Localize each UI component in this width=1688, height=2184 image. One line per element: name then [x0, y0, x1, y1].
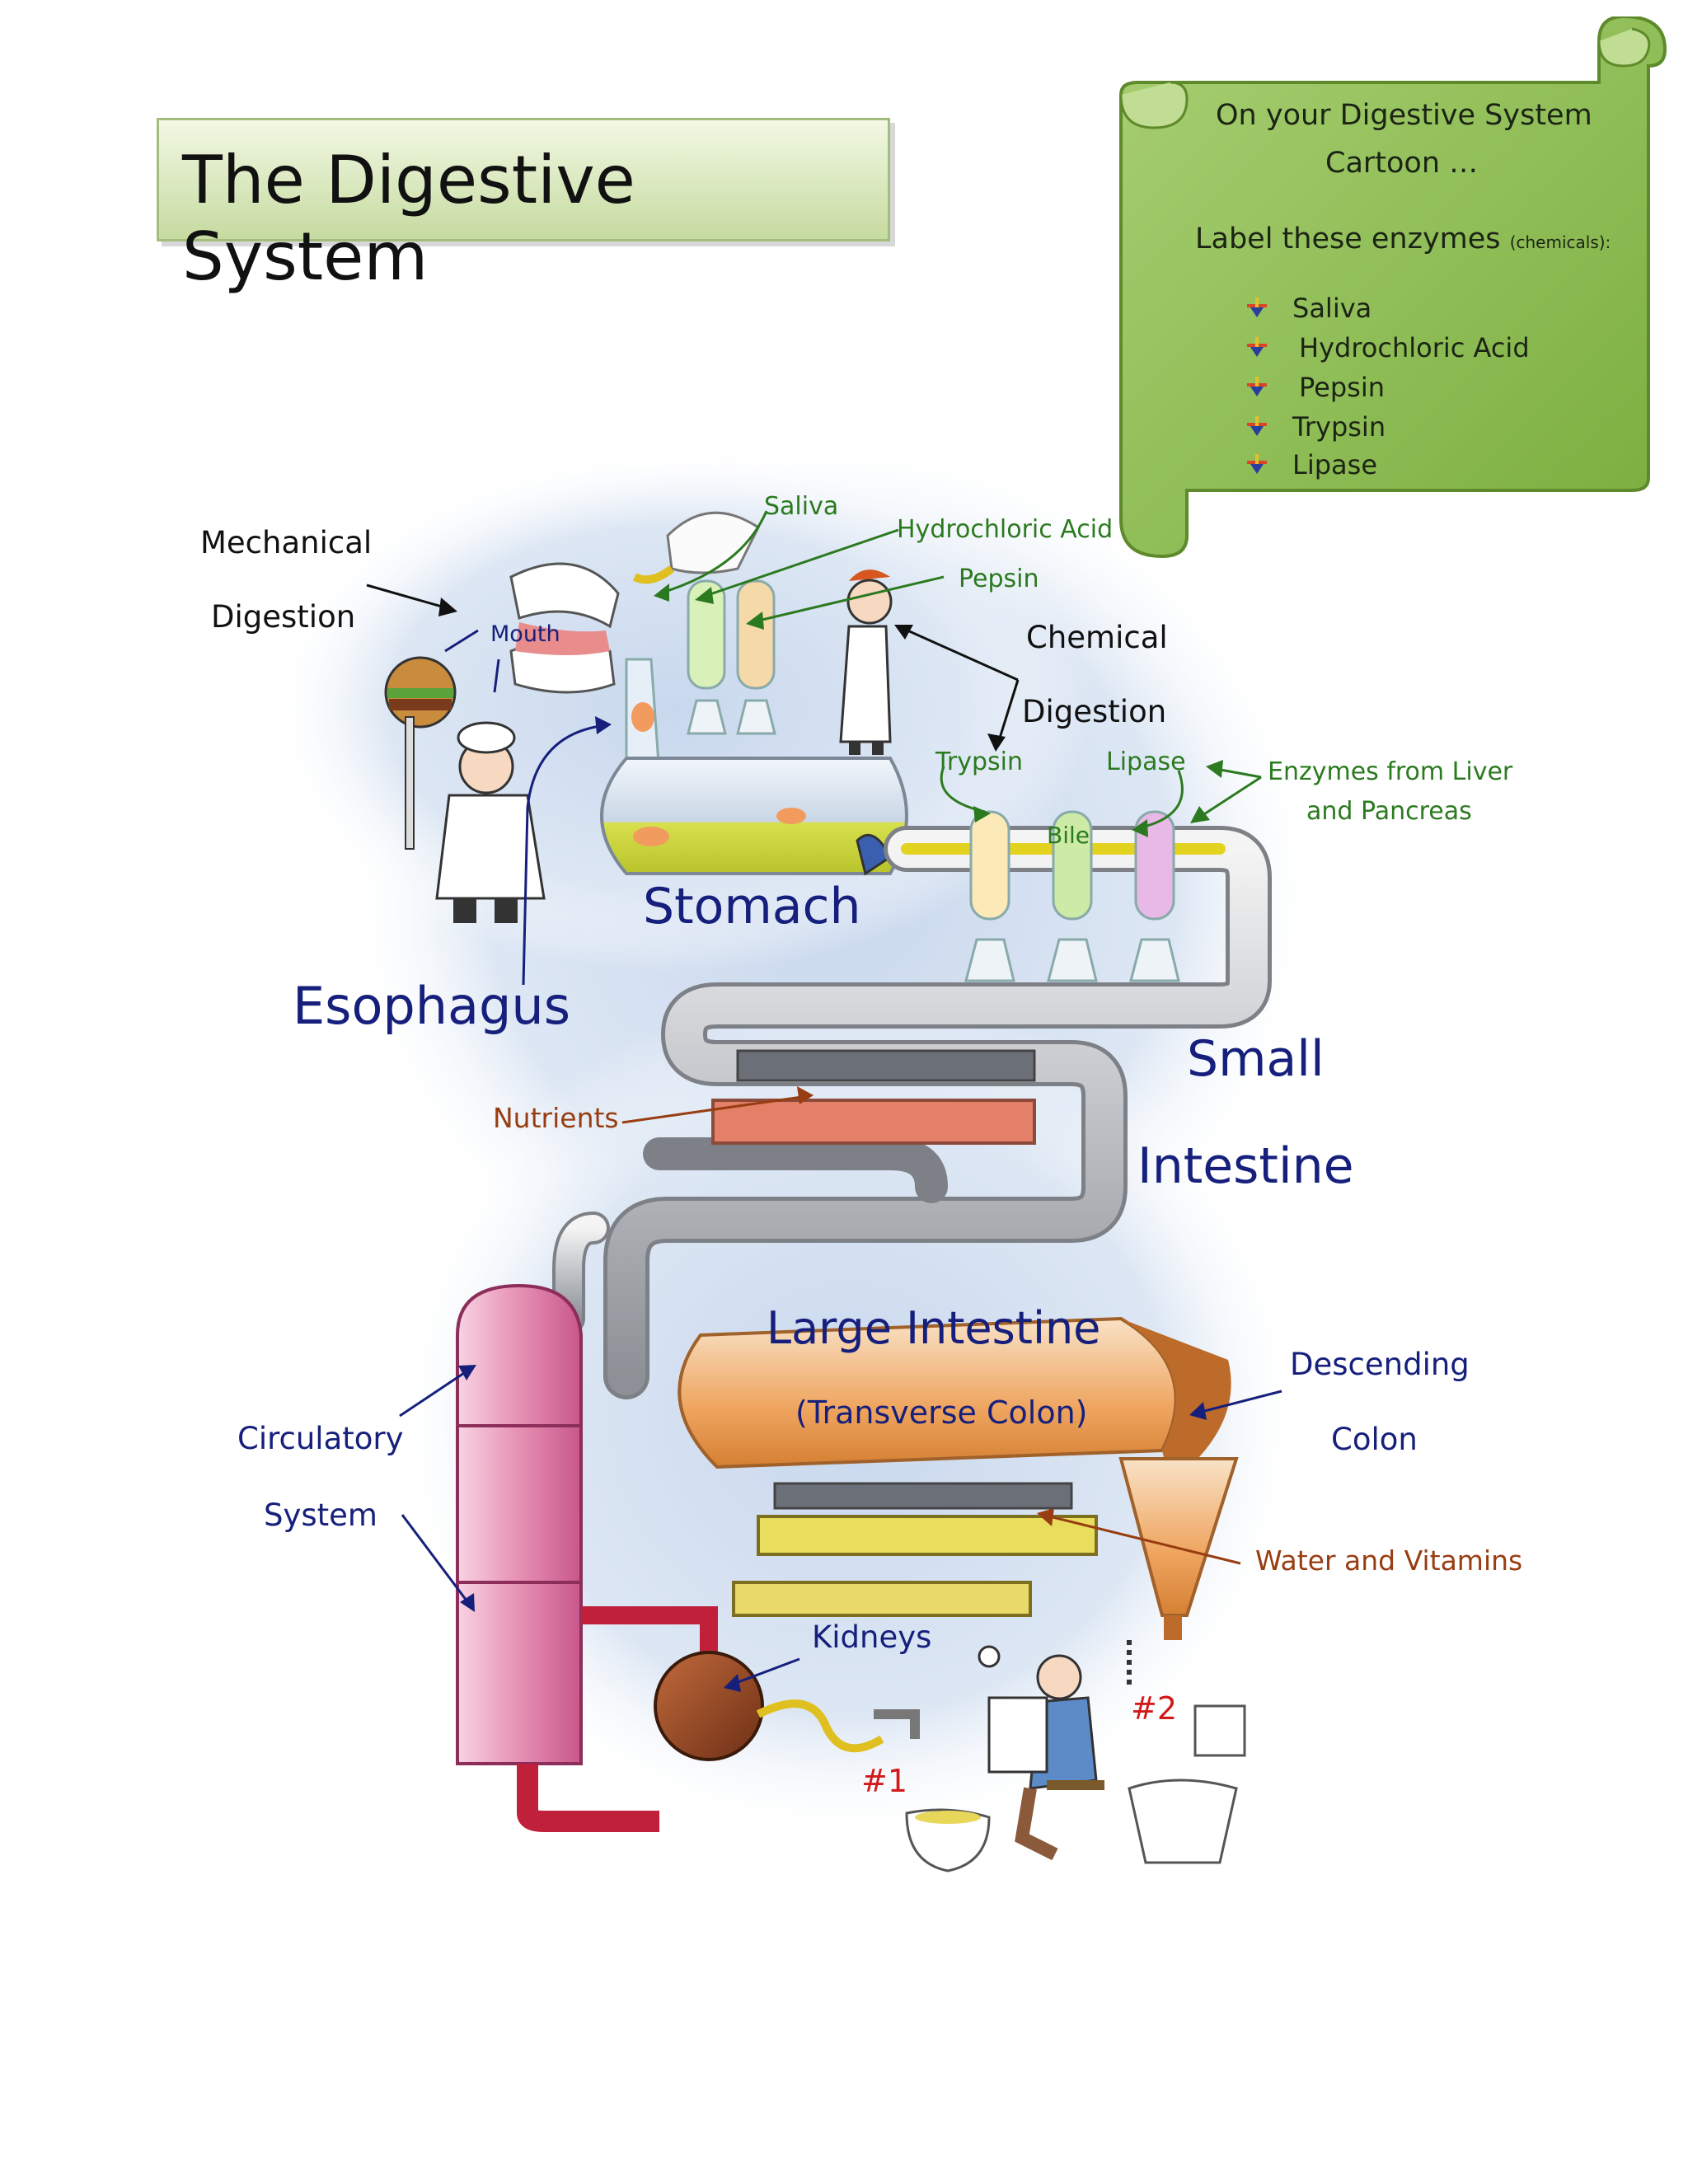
scroll-line-2: Cartoon … — [1325, 147, 1479, 180]
label-trypsin: Trypsin — [935, 748, 1024, 776]
label-chemical-digestion: Digestion — [1022, 694, 1167, 729]
nutrient-trays — [711, 1049, 1036, 1145]
enzyme-list-item: Trypsin — [1245, 409, 1386, 445]
scroll-line-3: Label these enzymes (chemicals): — [1195, 223, 1611, 255]
label-saliva: Saliva — [764, 492, 839, 521]
label-water-and-vitamins: Water and Vitamins — [1255, 1544, 1523, 1577]
label-descending: Descending — [1290, 1347, 1470, 1382]
enzyme-hydrochloric-acid: Hydrochloric Acid — [1299, 332, 1530, 363]
label-transverse-colon: (Transverse Colon) — [795, 1394, 1088, 1431]
label-arrows — [366, 510, 1282, 1692]
arrow-bullet-icon — [1247, 298, 1267, 317]
label-enzymes-line-2: and Pancreas — [1306, 797, 1472, 826]
enzyme-pepsin: Pepsin — [1299, 372, 1385, 403]
label-stomach: Stomach — [643, 878, 861, 935]
label-exit-1: #1 — [861, 1763, 908, 1799]
label-kidneys: Kidneys — [812, 1619, 932, 1655]
enzyme-list-item: Pepsin — [1245, 369, 1385, 405]
chef-figure — [384, 656, 546, 923]
enzyme-list-item: Hydrochloric Acid — [1245, 330, 1530, 366]
label-mechanical: Mechanical — [200, 525, 373, 560]
title-box: The Digestive System — [157, 118, 890, 295]
enzyme-trypsin: Trypsin — [1292, 411, 1386, 443]
large-intestine-tank — [678, 1316, 1239, 1640]
water-trays — [732, 1482, 1098, 1617]
arrow-bullet-icon — [1247, 377, 1267, 396]
label-bile: Bile — [1047, 822, 1090, 849]
stomach-tank — [600, 757, 908, 876]
label-pepsin: Pepsin — [959, 565, 1039, 593]
label-mouth: Mouth — [490, 621, 560, 647]
circulatory-cylinder — [456, 1283, 718, 1832]
label-enzymes-line-1: Enzymes from Liver — [1268, 757, 1513, 786]
label-colon: Colon — [1331, 1422, 1418, 1457]
label-small: Small — [1187, 1030, 1325, 1088]
arrow-bullet-icon — [1247, 416, 1267, 436]
enzyme-list-item: Saliva — [1245, 290, 1372, 326]
label-circulatory: Circulatory — [237, 1421, 404, 1456]
scroll-line-3-small: (chemicals): — [1509, 232, 1611, 252]
arrow-bullet-icon — [1247, 454, 1267, 474]
intestine-pipes — [552, 826, 1272, 1399]
label-large-intestine: Large Intestine — [767, 1302, 1101, 1354]
scroll-line-1: On your Digestive System — [1216, 99, 1592, 132]
arrow-bullet-icon — [1247, 337, 1267, 357]
label-chemical: Chemical — [1026, 620, 1168, 655]
enzyme-flasks — [964, 810, 1180, 982]
label-esophagus: Esophagus — [293, 976, 571, 1036]
label-hydrochloric-acid: Hydrochloric Acid — [897, 515, 1114, 544]
scroll-line-3-main: Label these enzymes — [1195, 223, 1501, 255]
scientist-figure — [839, 569, 893, 755]
label-mechanical-digestion: Digestion — [211, 599, 356, 635]
enzyme-lipase: Lipase — [1292, 449, 1377, 480]
label-exit-2: #2 — [1131, 1690, 1178, 1727]
enzyme-list-item: Lipase — [1245, 447, 1377, 483]
instruction-scroll: On your Digestive System Cartoon … Label… — [1104, 16, 1673, 560]
label-system: System — [264, 1497, 377, 1533]
page-title: The Digestive System — [182, 142, 635, 295]
acid-flasks — [687, 579, 776, 735]
enzyme-saliva: Saliva — [1292, 293, 1372, 324]
label-nutrients: Nutrients — [493, 1102, 619, 1134]
teeth-illustration — [509, 562, 620, 694]
bathroom-scene — [905, 1640, 1246, 1872]
label-intestine: Intestine — [1137, 1137, 1354, 1195]
label-lipase: Lipase — [1106, 748, 1186, 776]
